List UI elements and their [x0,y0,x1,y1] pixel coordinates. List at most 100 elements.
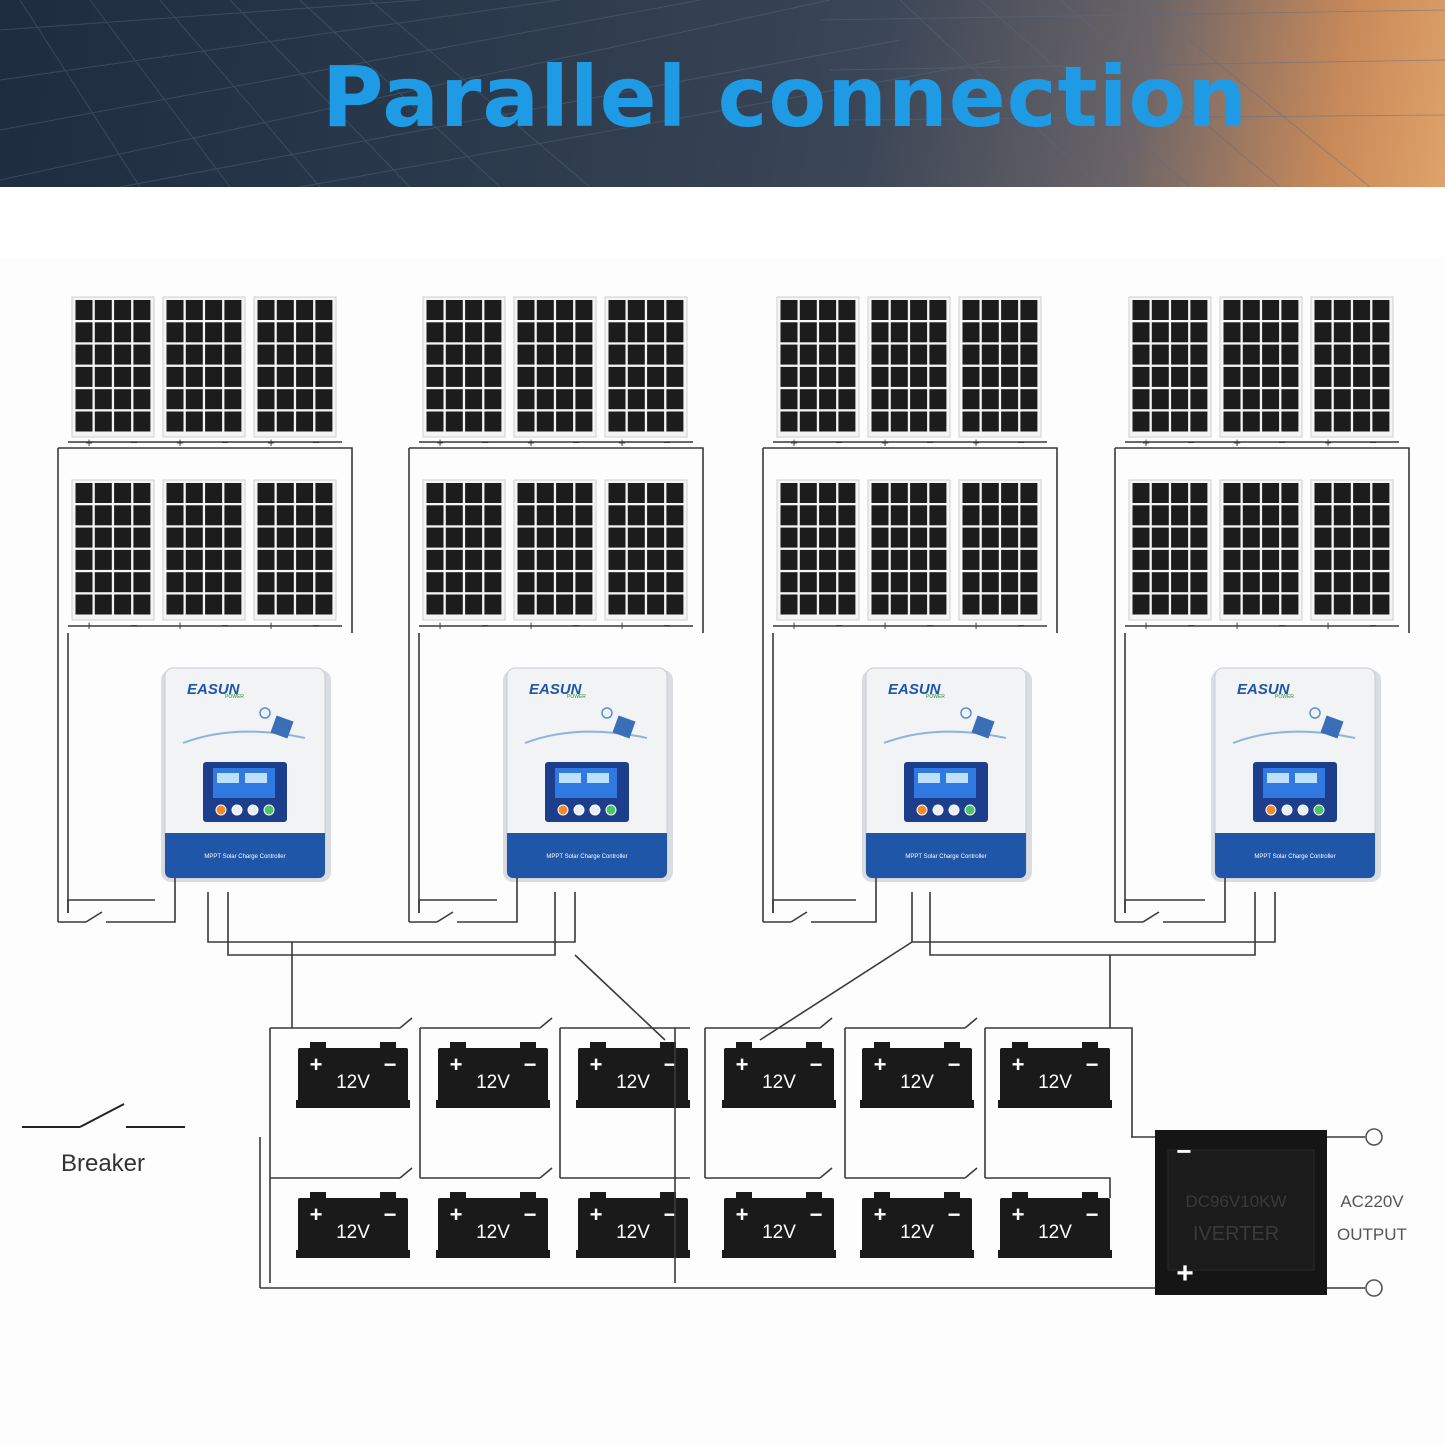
panel-cell [224,549,242,570]
battery-negative: − [664,1202,677,1227]
panel-cell [627,505,645,526]
panel-cell [608,527,626,548]
panel-cell [819,411,837,432]
panel-cell [1333,505,1351,526]
solar-panel: +− [776,296,860,450]
panel-cell [1171,505,1189,526]
battery-negative: − [524,1202,537,1227]
battery-terminal [944,1042,960,1050]
panel-cell [575,344,593,365]
panel-cell [536,411,554,432]
panel-cell [1020,594,1038,615]
controller-label: MPPT Solar Charge Controller [204,854,285,860]
panel-cell [1190,483,1208,503]
panel-cell [484,594,502,615]
panel-cell [799,344,817,365]
panel-cell [1020,572,1038,593]
panel-cell [1223,594,1241,615]
panel-cell [1333,322,1351,343]
panel-cell [799,483,817,503]
panel-cell [536,549,554,570]
battery-body [862,1048,972,1103]
panel-cell [647,366,665,387]
panel-cell [445,527,463,548]
panel-cell [315,505,333,526]
panel-cell [929,322,947,343]
battery-terminal [1012,1042,1028,1050]
panel-cell [1223,527,1241,548]
panel-cell [426,594,444,615]
battery-terminal [450,1192,466,1200]
panel-array: +−+−+−+−+−+− [762,296,1058,922]
panel-cell [627,483,645,503]
panel-cell [133,505,151,526]
panel-cell [575,322,593,343]
panel-cell [962,322,980,343]
panel-cell [890,549,908,570]
panel-cell [276,389,294,410]
panel-cell [799,322,817,343]
panel-cell [1314,344,1332,365]
panel-cell [647,389,665,410]
panel-cell [1242,527,1260,548]
panel-cell [647,594,665,615]
panel-cell [981,527,999,548]
panel-cell [1223,411,1241,432]
battery-voltage: 12V [476,1222,510,1243]
panel-cell [224,411,242,432]
panel-cell [871,389,889,410]
panel-cell [890,594,908,615]
panel-cell [133,344,151,365]
panel-cell [1190,527,1208,548]
panel-cell [647,344,665,365]
panel-cell [1223,549,1241,570]
panel-cell [426,527,444,548]
panel-cell [1353,322,1371,343]
panel-cell [465,505,483,526]
panel-cell [1132,366,1150,387]
panel-cell [627,300,645,320]
panel-cell [1171,389,1189,410]
panel-cell [484,572,502,593]
panel-cell [627,411,645,432]
controller-brand: EASUN [187,681,241,698]
panel-cell [838,322,856,343]
panel-cell [1333,389,1351,410]
panel-cell [871,344,889,365]
panel-cell [166,322,184,343]
panel-cell [94,322,112,343]
panel-cell [517,505,535,526]
battery-positive: + [590,1202,603,1227]
panel-cell [205,411,223,432]
panel-cell [962,483,980,503]
battery-positive: + [310,1052,323,1077]
battery-positive: + [450,1052,463,1077]
panel-cell [608,322,626,343]
controller-button-icon [932,804,944,816]
battery-negative: − [810,1202,823,1227]
panel-cell [517,527,535,548]
panel-cell [890,505,908,526]
panel-cell [1333,527,1351,548]
battery-negative: − [948,1202,961,1227]
panel-cell [257,411,275,432]
panel-cell [185,300,203,320]
panel-cell [910,411,928,432]
battery-base [296,1100,410,1108]
panel-cell [517,300,535,320]
panel-cell [75,549,93,570]
panel-cell [780,366,798,387]
panel-cell [647,572,665,593]
panel-cell [1314,549,1332,570]
panel-cell [1242,344,1260,365]
panel-cell [627,344,645,365]
panel-cell [296,344,314,365]
panel-cell [94,366,112,387]
panel-cell [1314,366,1332,387]
panel-cell [445,366,463,387]
panel-cell [871,322,889,343]
solar-panel: +− [867,479,951,633]
panel-cell [75,527,93,548]
panel-cell [929,527,947,548]
